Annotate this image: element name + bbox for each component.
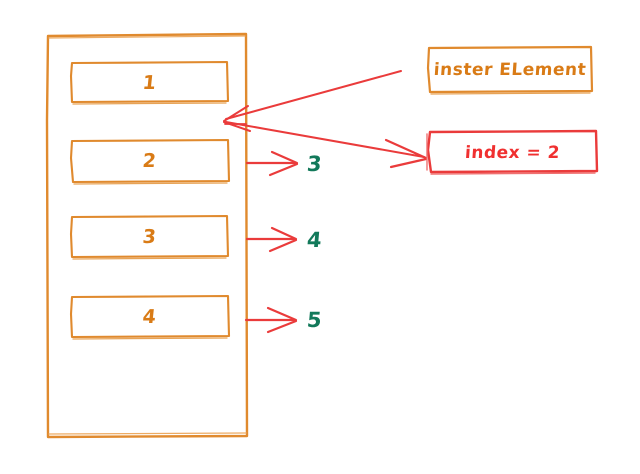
array-cell-box-1 [69,60,230,105]
shift-target-value-3: 5 [305,308,324,332]
index-note-label: index = 2 [464,143,561,163]
insert-element-note-box [426,45,594,95]
shift-arrow-3 [244,306,298,334]
shift-target-value-1: 3 [305,152,324,176]
array-cell-value-1: 1 [141,72,158,94]
array-cell-value-2: 2 [141,150,158,172]
array-cell-value-4: 4 [141,306,158,328]
shift-arrow-2 [245,226,298,253]
shift-target-value-2: 4 [305,228,324,252]
insert-element-note-label: inster ELement [433,60,587,80]
array-cell-box-3 [69,214,230,260]
index-note-box [426,129,599,175]
shift-arrow-1 [245,150,299,177]
array-container-outline [45,32,249,439]
array-cell-value-3: 3 [141,226,158,248]
array-cell-box-4 [69,294,231,340]
array-cell-box-2 [69,138,231,185]
insertion-pointer-arrows [223,70,428,169]
